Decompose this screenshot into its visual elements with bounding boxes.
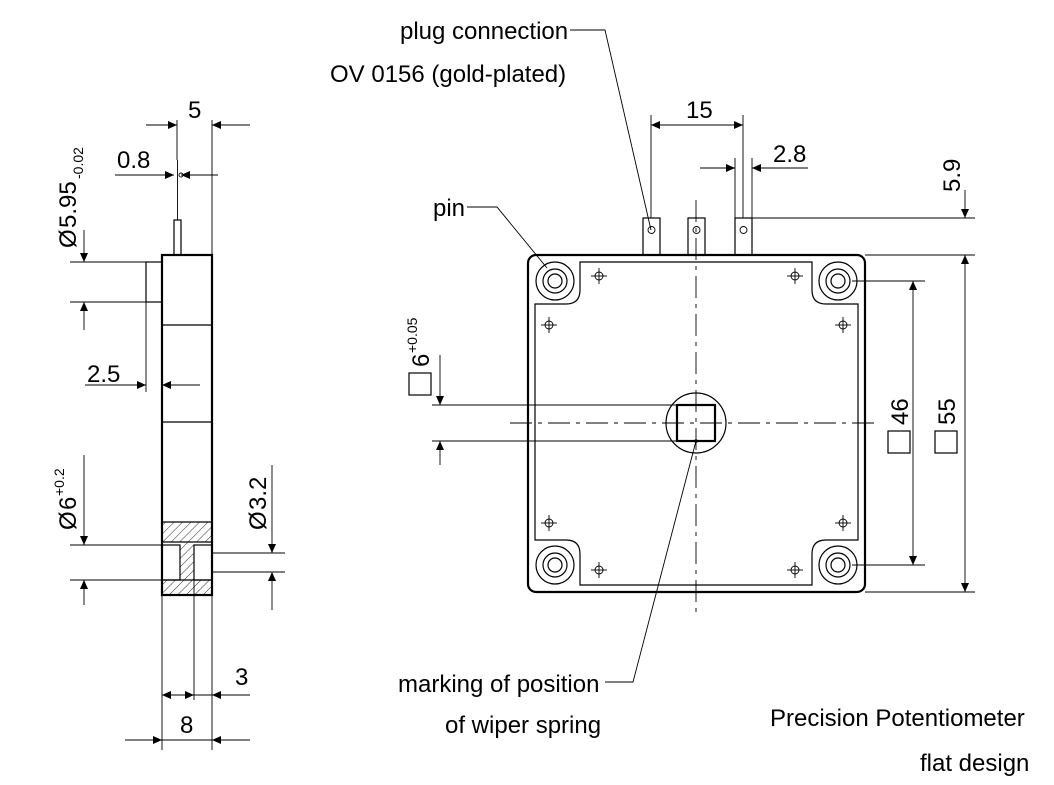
square-6-tol: +0.05 <box>404 317 420 353</box>
square-symbol-55 <box>934 430 958 454</box>
dia-main-value: 5.95 <box>55 181 82 228</box>
central-circle <box>665 392 727 454</box>
dim-side-hole: Ø 3.2 <box>245 477 272 530</box>
dim-side-pin-width: 0.8 <box>117 147 150 174</box>
front-plate <box>526 253 867 594</box>
mount-hole-tr <box>818 261 858 301</box>
dim-front-46: 46 <box>887 398 914 425</box>
dim-front-55: 55 <box>934 398 961 425</box>
side-pin <box>173 219 182 256</box>
dim-front-pin-span: 15 <box>686 97 713 124</box>
plug-pins <box>642 217 753 256</box>
front-inner-outline <box>534 261 859 586</box>
mount-hole-bl <box>535 545 575 585</box>
dim-side-dia-main: Ø 5.95 -0.02 <box>55 147 86 248</box>
pin-height-value: 5.9 <box>939 159 966 192</box>
dim-front-pin-width: 2.8 <box>773 141 806 168</box>
leader-wiper <box>605 440 697 683</box>
dia-symbol-3: Ø <box>245 511 272 530</box>
title-line1: Precision Potentiometer <box>770 705 1025 732</box>
square-6-value: 6 <box>408 354 435 367</box>
dia-main-tol: -0.02 <box>70 147 86 179</box>
dim-side-step: 2.5 <box>87 361 120 388</box>
label-wiper-line2: of wiper spring <box>445 712 601 739</box>
square-symbol-46 <box>887 430 911 454</box>
dim-side-bottom-total: 8 <box>180 712 193 739</box>
front-view <box>432 29 975 683</box>
dim-side-bottom-small: 3 <box>235 664 248 691</box>
dim-front-pin-height: 5.9 <box>939 159 966 192</box>
dim-front-6: 6 +0.05 <box>404 317 435 367</box>
square-55-value: 55 <box>934 398 961 425</box>
mount-hole-tl <box>535 261 575 301</box>
dia-symbol-1: Ø <box>55 229 82 248</box>
mount-hole-br <box>818 545 858 585</box>
square-symbol-6 <box>408 372 432 396</box>
dim-side-bore: Ø 6 +0.2 <box>51 468 82 530</box>
leader-pin <box>467 206 548 269</box>
side-boss <box>145 261 163 303</box>
label-wiper-line1: marking of position <box>398 671 599 698</box>
side-view <box>70 120 285 750</box>
label-plug-part-no: OV 0156 (gold-plated) <box>330 61 566 88</box>
screw-markers <box>541 268 851 578</box>
dim-side-top: 5 <box>188 97 201 124</box>
label-pin: pin <box>433 195 465 222</box>
leader-plug <box>570 29 652 231</box>
hole-value: 3.2 <box>245 477 272 510</box>
bore-value: 6 <box>55 497 82 510</box>
title-line2: flat design <box>920 750 1029 777</box>
label-plug-connection: plug connection <box>400 18 568 45</box>
dia-symbol-2: Ø <box>55 511 82 530</box>
square-46-value: 46 <box>887 398 914 425</box>
bore-tol: +0.2 <box>51 468 67 496</box>
